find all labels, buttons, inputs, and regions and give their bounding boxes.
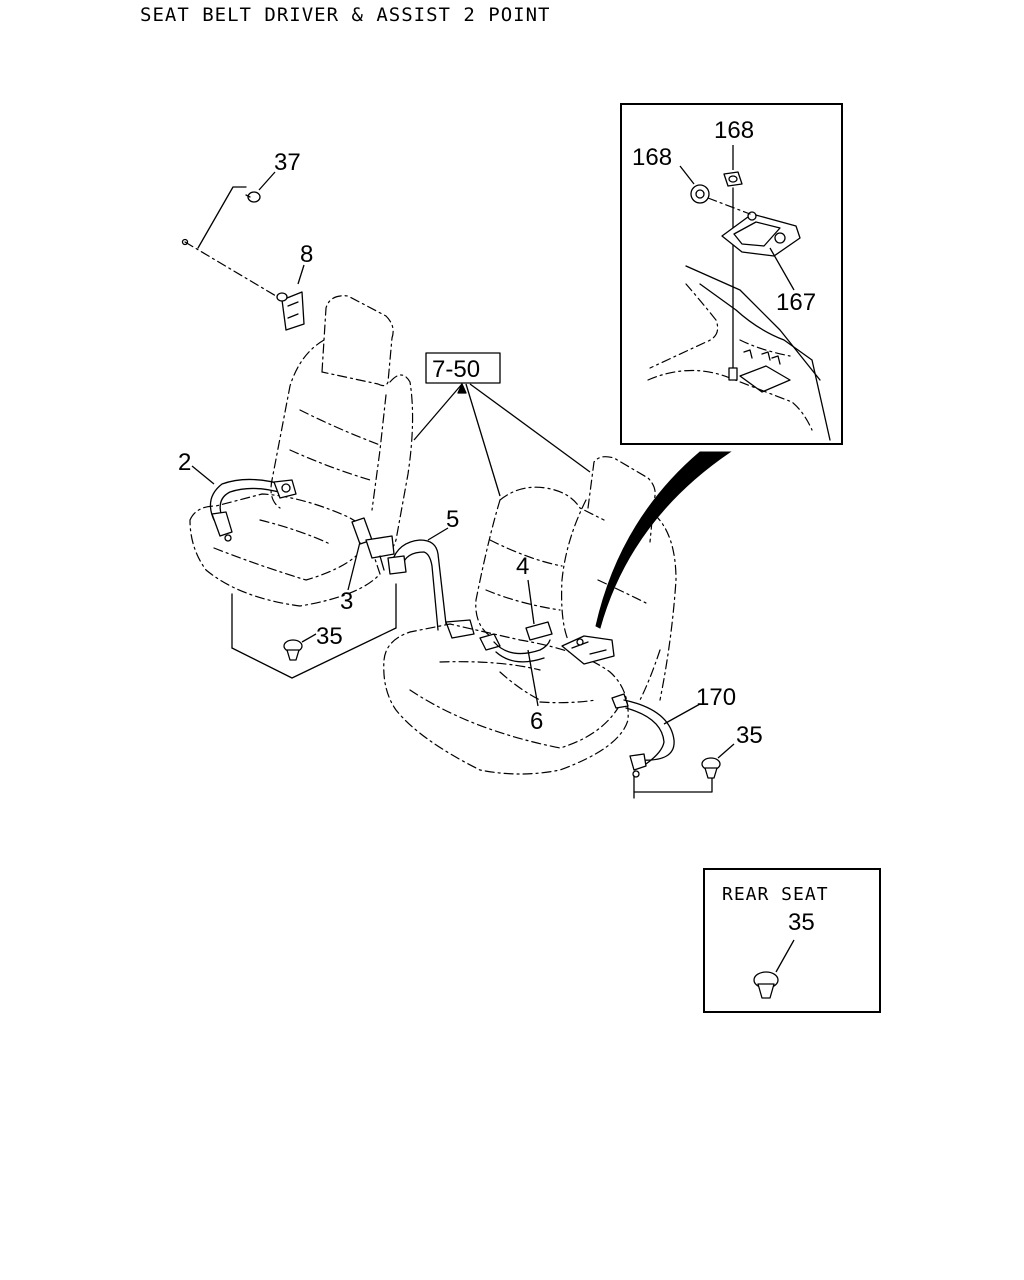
callout-4: 4 [516, 553, 529, 580]
callout-35-left: 35 [316, 623, 343, 650]
callout-168-top: 168 [714, 117, 754, 144]
bolt-35-right [701, 743, 735, 779]
callout-168-left: 168 [632, 144, 672, 171]
rear-seat-inset: REAR SEAT 35 [703, 868, 881, 1013]
driver-seat [189, 295, 414, 679]
callout-5: 5 [446, 506, 459, 533]
diagram-title: SEAT BELT DRIVER & ASSIST 2 POINT [140, 4, 551, 26]
bolt-35-left [283, 633, 317, 661]
buckle-6 [479, 633, 551, 707]
callout-35-right: 35 [736, 722, 763, 749]
rear-seat-label: REAR SEAT [722, 884, 829, 905]
retractor-bracket [561, 635, 615, 665]
bolt-37 [245, 191, 261, 203]
callout-170: 170 [696, 684, 736, 711]
callout-37: 37 [274, 149, 301, 176]
callout-6: 6 [530, 708, 543, 735]
rear-seat-callout-35: 35 [788, 909, 815, 936]
detail-inset [620, 103, 843, 445]
buckle-3 [347, 517, 395, 591]
callout-8: 8 [300, 241, 313, 268]
callout-2: 2 [178, 449, 191, 476]
buckle-4 [525, 579, 553, 641]
callout-167: 167 [776, 289, 816, 316]
detail-arrow [595, 451, 732, 629]
ref-7-50-group [413, 352, 591, 497]
belt-5 [387, 527, 475, 639]
callout-7-50: 7-50 [432, 356, 480, 383]
roof-anchor-group [181, 171, 305, 331]
anchor-bracket-8 [276, 291, 305, 331]
belt-170 [611, 693, 713, 799]
belt-2 [191, 465, 297, 542]
callout-3: 3 [340, 588, 353, 615]
